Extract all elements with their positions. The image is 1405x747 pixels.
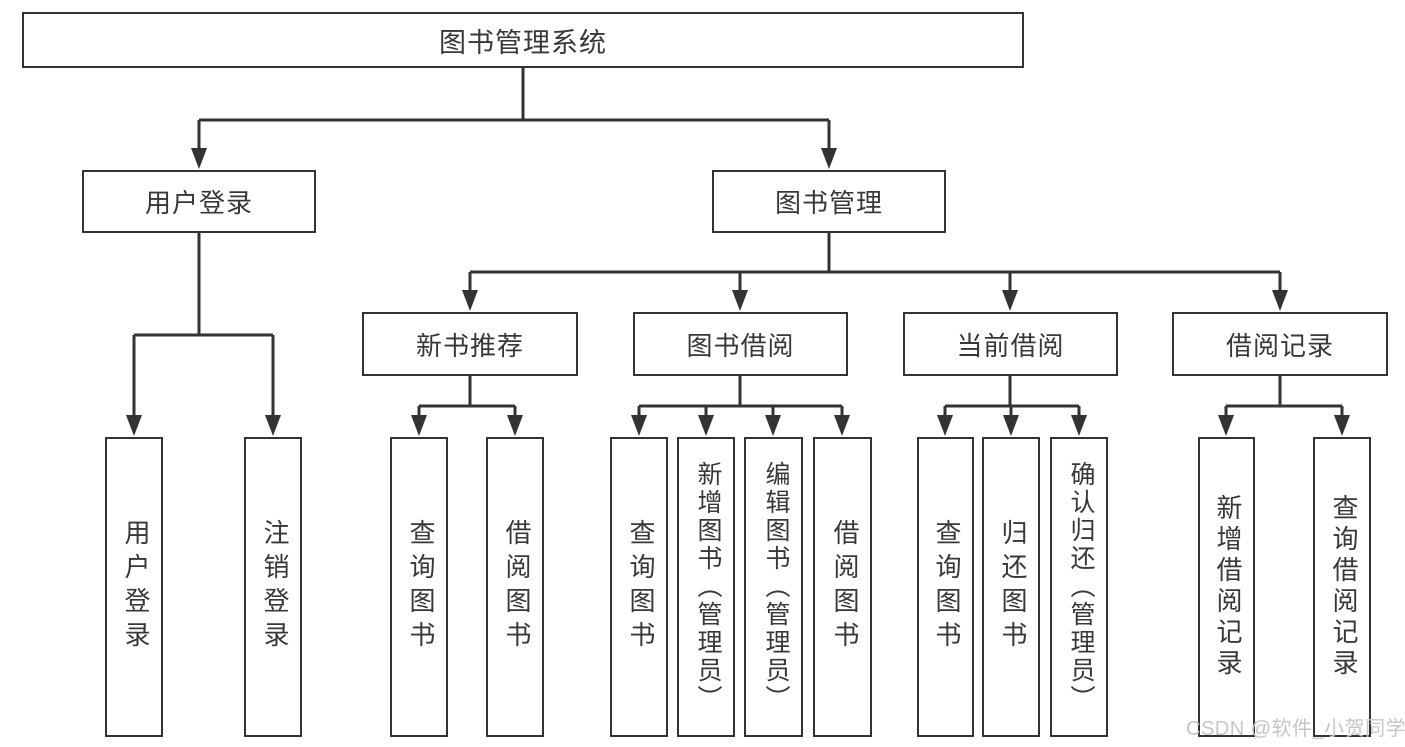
leaf-logout: 注销登录 xyxy=(244,437,302,737)
leaf-borrow-book-borrow: 借阅图书 xyxy=(813,437,872,737)
leaf-query-book-current: 查询图书 xyxy=(917,437,974,737)
node-borrow-record: 借阅记录 xyxy=(1172,312,1388,376)
node-new-book-recommend: 新书推荐 xyxy=(362,312,578,376)
leaf-add-book-admin: 新增图书（管理员） xyxy=(677,437,735,737)
leaf-user-login: 用户登录 xyxy=(105,437,163,737)
leaf-add-borrow-record: 新增借阅记录 xyxy=(1198,437,1255,737)
node-current-borrow: 当前借阅 xyxy=(903,312,1118,376)
leaf-query-book-newrec: 查询图书 xyxy=(390,437,448,737)
csdn-watermark: CSDN @软件_小贺同学 xyxy=(1186,718,1405,740)
node-root: 图书管理系统 xyxy=(22,12,1024,68)
leaf-borrow-book-newrec: 借阅图书 xyxy=(486,437,544,737)
leaf-query-borrow-record: 查询借阅记录 xyxy=(1313,437,1371,737)
leaf-query-book-borrow: 查询图书 xyxy=(610,437,668,737)
node-book-borrow: 图书借阅 xyxy=(633,312,848,376)
node-book-management: 图书管理 xyxy=(712,170,946,233)
leaf-confirm-return-admin: 确认归还（管理员） xyxy=(1050,437,1108,737)
leaf-return-book: 归还图书 xyxy=(982,437,1040,737)
node-user-login: 用户登录 xyxy=(82,170,316,233)
leaf-edit-book-admin: 编辑图书（管理员） xyxy=(744,437,803,737)
